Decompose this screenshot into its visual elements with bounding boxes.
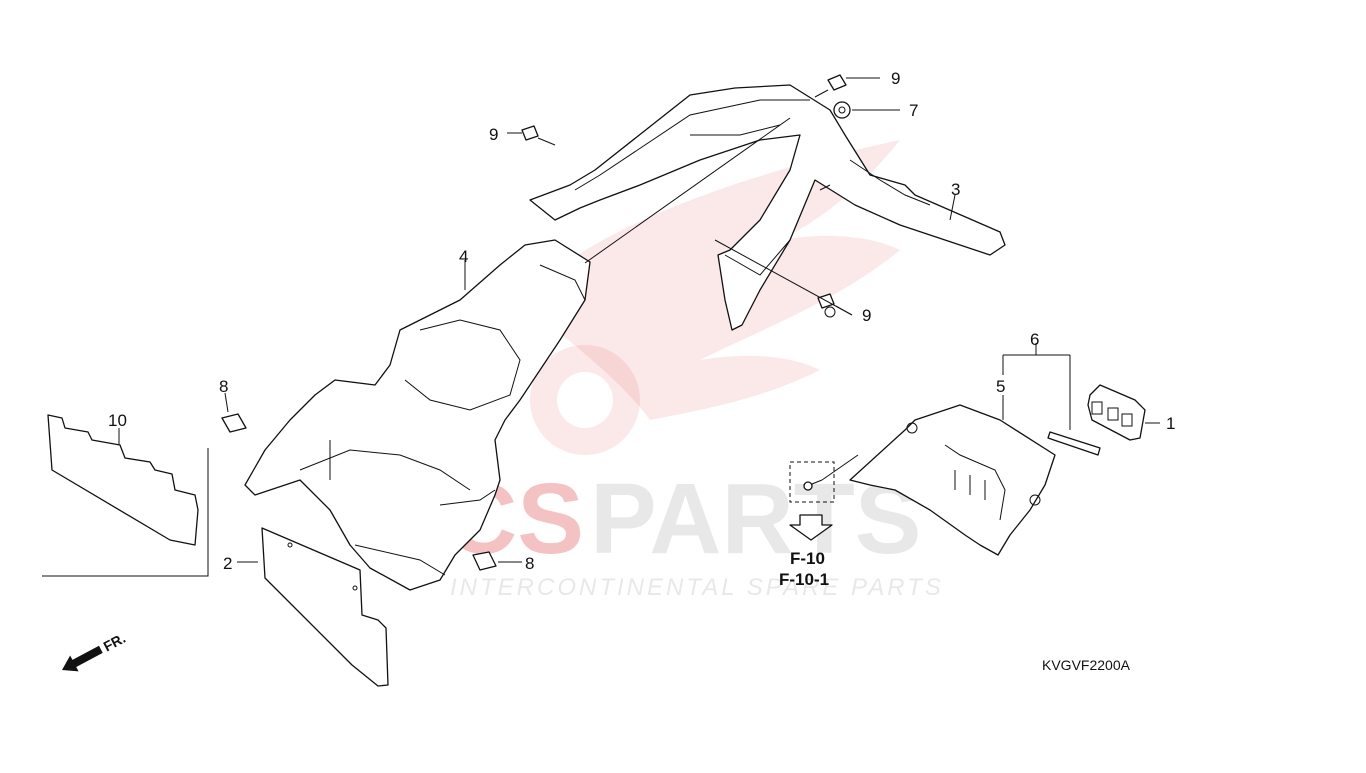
watermark-tagline: INTERCONTINENTAL SPARE PARTS [450,574,944,601]
reference-label-f10-1: F-10-1 [779,570,829,589]
reference-down-arrow [789,514,833,541]
callout-part-9-left: 9 [489,125,498,144]
diagram-code: KVGVF2200A [1042,657,1131,673]
callout-part-8-lower: 8 [525,554,534,573]
part-1-rubber-block [1087,384,1146,441]
callout-part-4: 4 [459,247,468,266]
part-4-inner-fender [244,239,591,591]
callout-part-9-top-right: 9 [891,69,900,88]
front-arrow: FR. [62,630,128,672]
reference-screw [789,454,859,541]
callouts: 1 2 3 4 5 6 7 8 8 9 9 9 10 [108,69,1175,573]
part-2-plate-bracket [261,527,389,687]
part-8-clip-lower [472,551,497,571]
part-10-panel [42,414,209,577]
part-9-bolt-left [521,125,556,146]
part-5-tail-cover [849,404,1056,556]
callout-part-2: 2 [223,554,232,573]
front-arrow-label: FR. [101,630,128,655]
callout-part-1: 1 [1166,414,1175,433]
reference-label-f10: F-10 [790,549,825,568]
leader-lines [118,77,1160,563]
callout-part-7: 7 [909,101,918,120]
front-arrow-icon [62,645,103,672]
part-6-strip [1047,431,1101,456]
callout-part-9-middle: 9 [862,306,871,325]
callout-part-3: 3 [951,180,960,199]
callout-part-10: 10 [108,411,127,430]
part-8-clip-upper [221,413,247,433]
part-7-grommet [833,101,851,119]
part-3-rear-fender-upper [529,84,1006,331]
part-9-bolt-top-right [814,74,847,98]
callout-part-6: 6 [1030,330,1039,349]
watermark-wing-shape [520,140,900,420]
watermark-logo: CS PARTS INTERCONTINENTAL SPARE PARTS [445,140,944,601]
callout-part-8-upper: 8 [219,377,228,396]
callout-part-5: 5 [996,377,1005,396]
